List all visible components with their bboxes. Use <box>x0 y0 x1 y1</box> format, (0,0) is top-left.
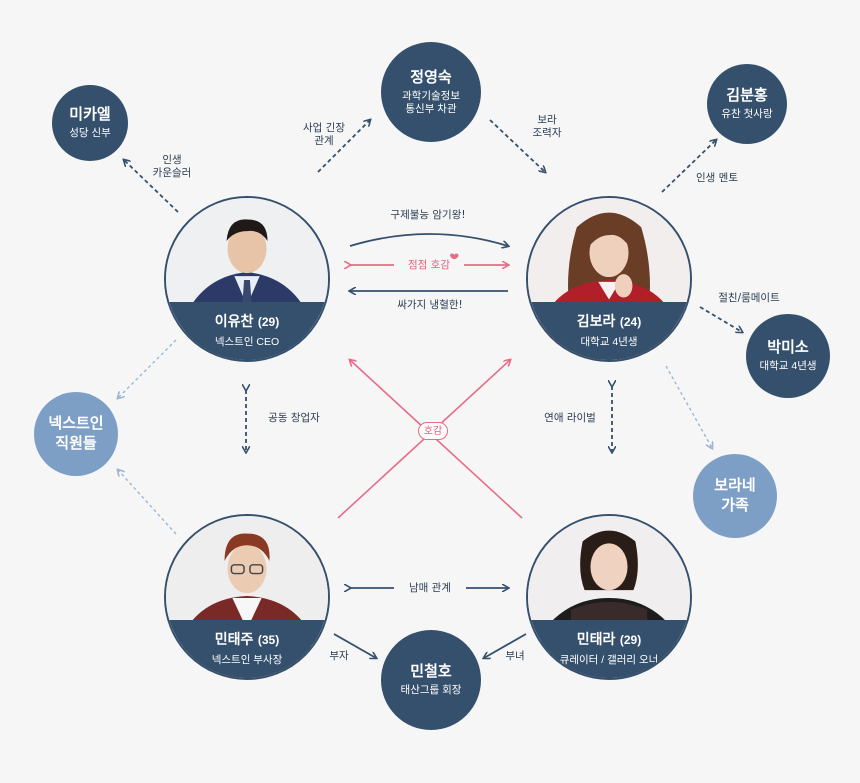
card-taeju: 민태주 (35) 넥스트인 부사장 <box>164 514 330 680</box>
label-growing-love: 점점 호감 <box>394 259 464 272</box>
label-unsolvable: 구제불능 암기왕! <box>390 209 466 221</box>
heart-icon <box>450 253 459 260</box>
arrow-yoochan-mikael <box>124 160 179 213</box>
character-age: (24) <box>619 315 642 329</box>
node-role: 태산그룹 회장 <box>400 684 462 696</box>
node-chulho: 민철호 태산그룹 회장 <box>381 630 481 730</box>
label-father-son: 부자 <box>329 650 349 662</box>
node-bora-family: 보라네 가족 <box>693 454 777 538</box>
label-cofounders: 공동 창업자 <box>268 412 320 424</box>
label-business-tension: 사업 긴장 관계 <box>303 122 345 147</box>
label-crush: 호감 <box>418 422 448 440</box>
label-life-mentor: 인생 멘토 <box>696 172 738 184</box>
node-boonhong: 김분홍 유찬 첫사랑 <box>707 64 787 144</box>
label-best-friend: 절친/룸메이트 <box>718 292 780 304</box>
node-name: 넥스트인 직원들 <box>48 415 104 452</box>
label-counselor: 인생 카운슬러 <box>152 154 192 179</box>
node-name: 김분홍 <box>726 87 768 104</box>
node-role: 대학교 4년생 <box>759 360 817 372</box>
arrow-bora-family <box>665 365 712 448</box>
name-band: 민태라 (29) 큐레이터 / 갤러리 오너 <box>528 620 690 678</box>
name-band: 이유찬 (29) 넥스트인 CEO <box>166 302 328 360</box>
node-role: 과학기술정보 통신부 차관 <box>402 89 460 115</box>
character-name: 민태주 <box>214 631 254 647</box>
node-misso: 박미소 대학교 4년생 <box>746 314 830 398</box>
arrow-youngsook-bora <box>489 119 545 172</box>
character-age: (29) <box>257 315 280 329</box>
card-bora: 김보라 (24) 대학교 4년생 <box>526 196 692 362</box>
arrow-yoochan-to-bora <box>349 233 508 246</box>
arrow-taeju-chulho <box>333 633 376 658</box>
node-staff: 넥스트인 직원들 <box>34 392 118 476</box>
character-role: 큐레이터 / 갤러리 오너 <box>559 654 659 666</box>
arrow-bora-boonhong <box>661 140 716 193</box>
label-cold-hearted: 싸가지 냉혈한! <box>397 299 463 311</box>
arrow-bora-misso <box>699 306 742 332</box>
node-name: 정영숙 <box>410 68 452 86</box>
node-role: 유찬 첫사랑 <box>721 108 773 120</box>
character-role: 넥스트인 부사장 <box>211 654 283 666</box>
name-band: 김보라 (24) 대학교 4년생 <box>528 302 690 360</box>
label-love-rivals: 연애 라이벌 <box>544 412 596 424</box>
node-role: 성당 신부 <box>69 127 111 139</box>
character-name: 김보라 <box>576 313 616 329</box>
character-name: 민태라 <box>576 631 616 647</box>
card-yoochan: 이유찬 (29) 넥스트인 CEO <box>164 196 330 362</box>
character-role: 넥스트인 CEO <box>214 336 280 348</box>
node-name: 박미소 <box>767 339 809 356</box>
node-youngsook: 정영숙 과학기술정보 통신부 차관 <box>381 42 481 142</box>
label-bora-helper: 보라 조력자 <box>532 114 562 139</box>
node-mikael: 미카엘 성당 신부 <box>52 85 128 161</box>
character-name: 이유찬 <box>214 313 254 329</box>
arrow-yoochan-youngsook <box>317 120 370 173</box>
node-name: 미카엘 <box>69 106 111 123</box>
character-age: (35) <box>257 633 280 647</box>
name-band: 민태주 (35) 넥스트인 부사장 <box>166 620 328 678</box>
card-taera: 민태라 (29) 큐레이터 / 갤러리 오너 <box>526 514 692 680</box>
character-role: 대학교 4년생 <box>580 336 638 348</box>
character-age: (29) <box>619 633 642 647</box>
node-name: 민철호 <box>410 663 452 680</box>
node-name: 보라네 가족 <box>714 477 756 514</box>
label-father-daughter: 부녀 <box>505 650 525 662</box>
arrow-taera-chulho <box>484 633 527 658</box>
label-siblings: 남매 관계 <box>394 582 466 595</box>
